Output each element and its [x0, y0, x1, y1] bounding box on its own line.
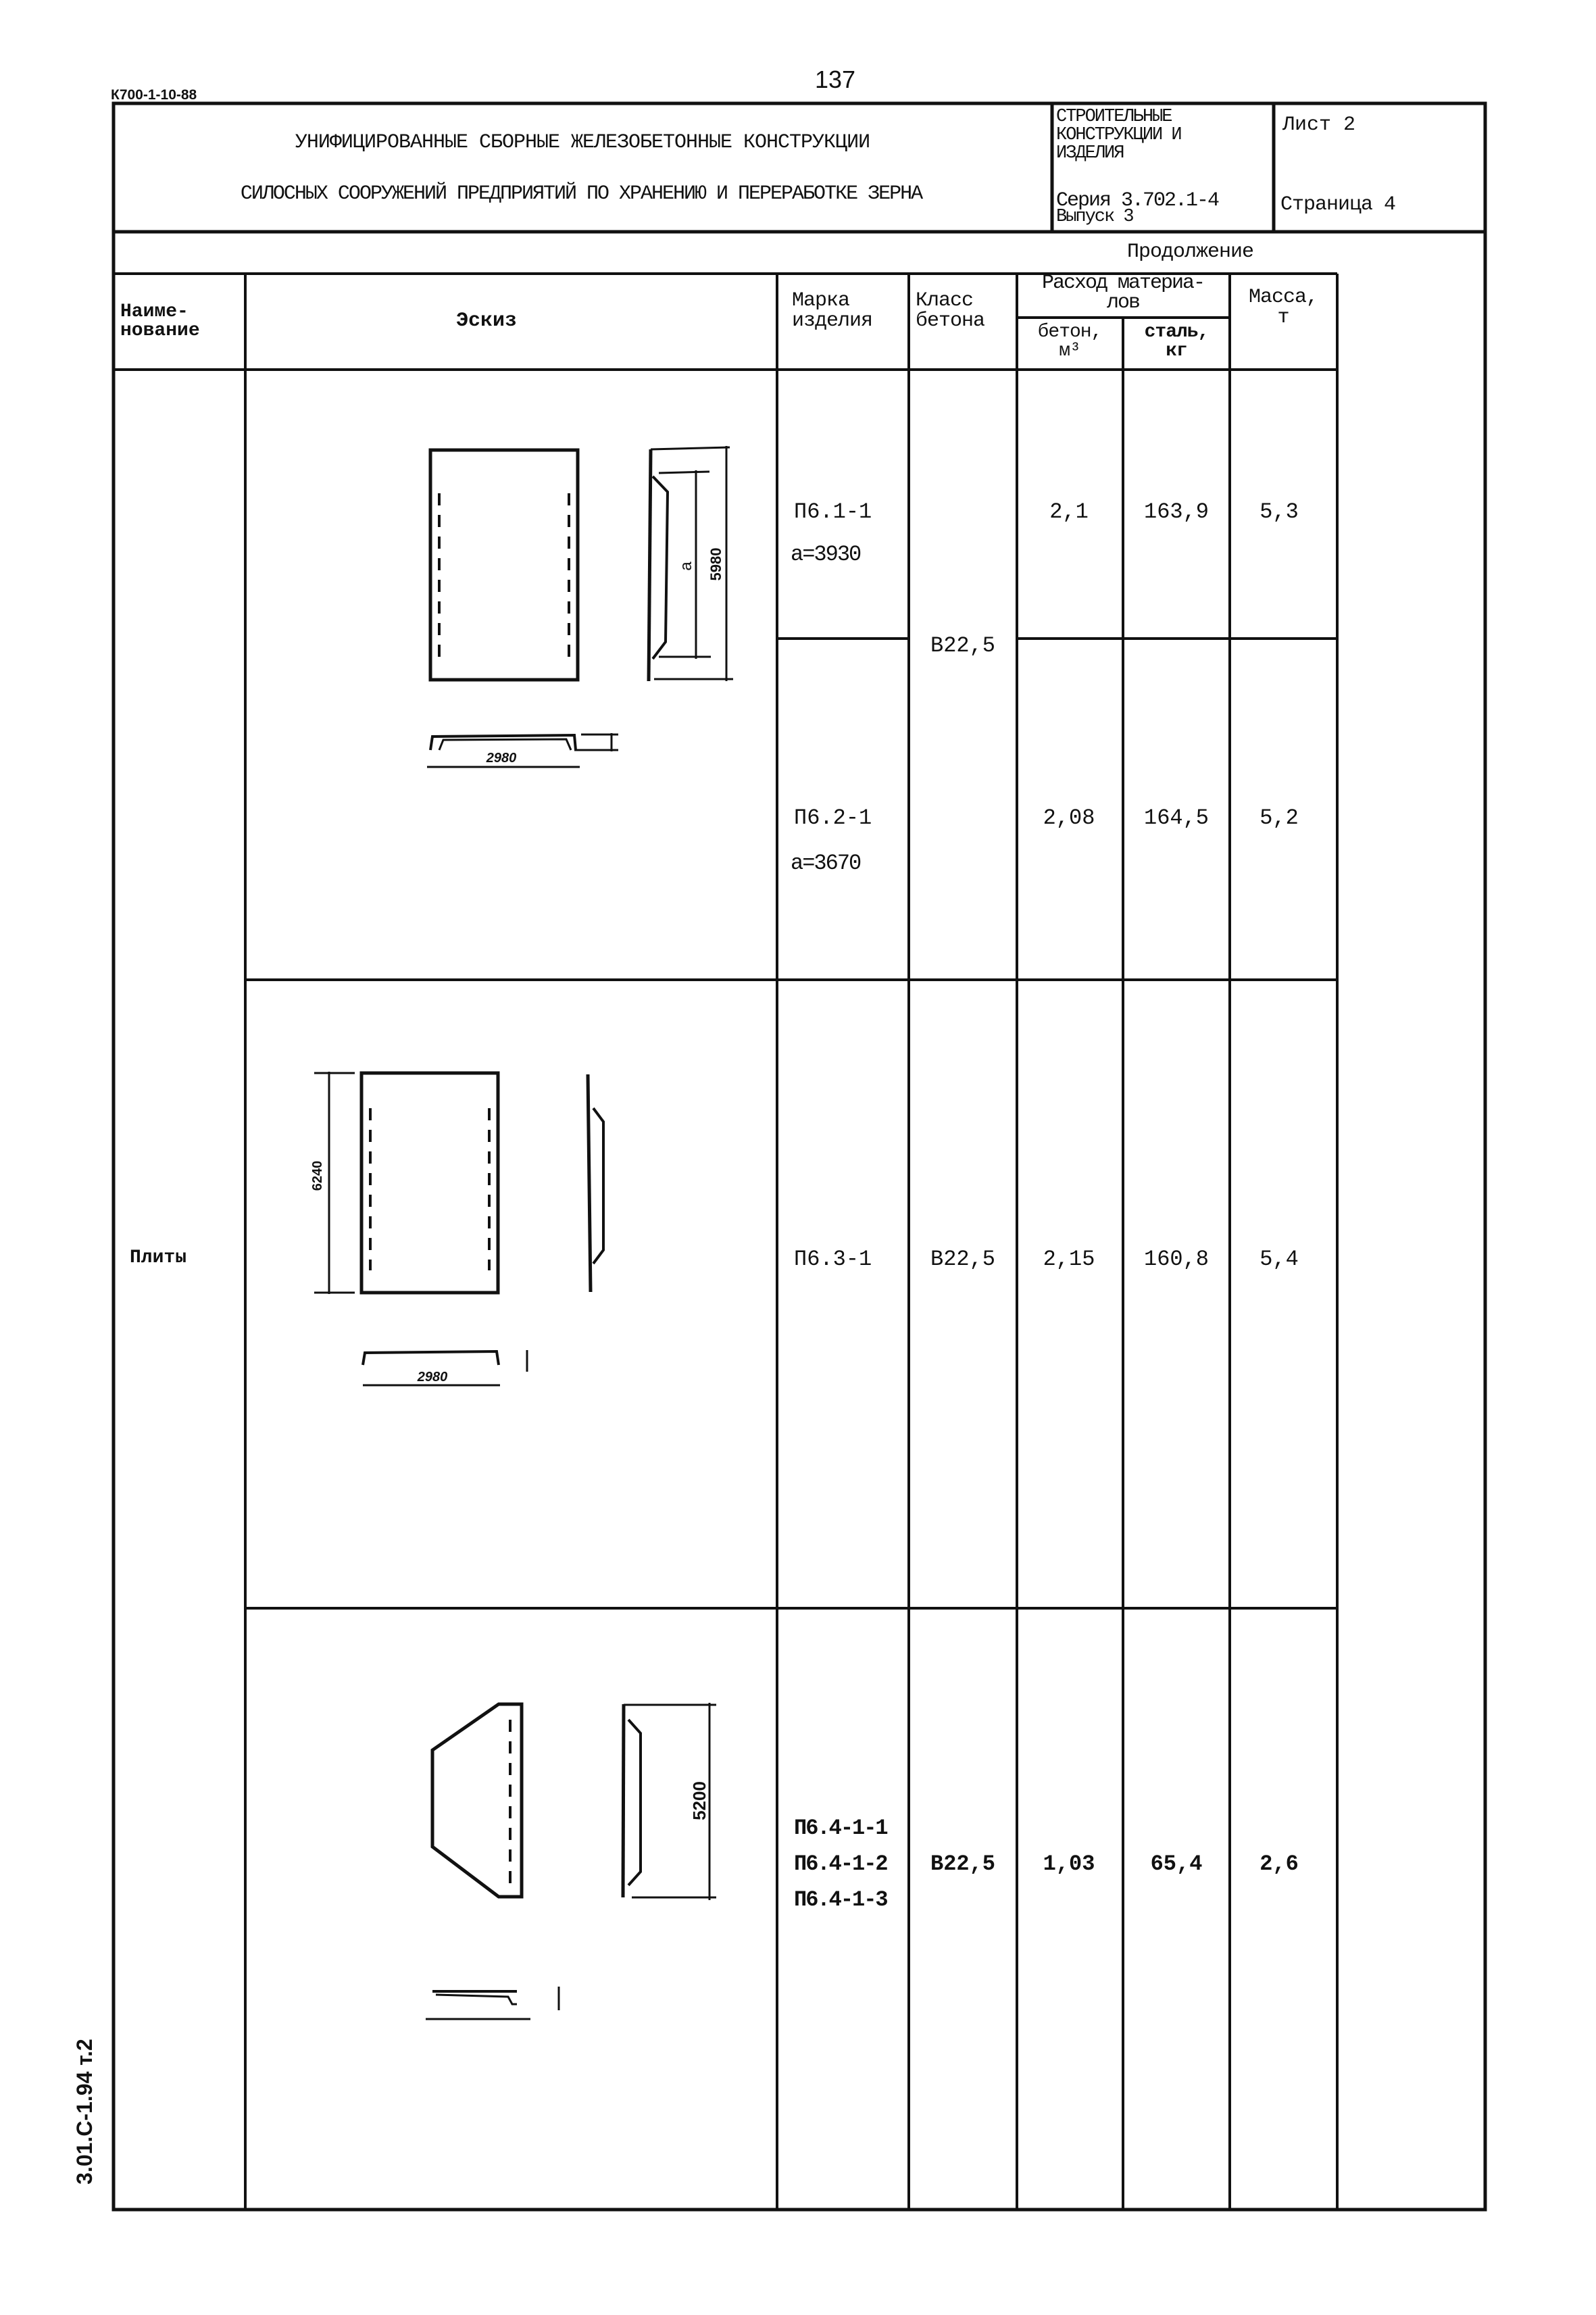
dim-label: 2980: [417, 1370, 448, 1385]
sketch-panel-2: [314, 1071, 605, 1387]
sketch-panel-1: [427, 446, 733, 768]
category-label: СТРОИТЕЛЬНЫЕ КОНСТРУКЦИИ И ИЗДЕЛИЯ: [1056, 107, 1182, 164]
row-concrete-volume: 2,15: [1043, 1247, 1095, 1272]
title-line-2: СИЛОСНЫХ СООРУЖЕНИЙ ПРЕДПРИЯТИЙ ПО ХРАНЕ…: [240, 182, 923, 205]
frame-lines: [111, 101, 1487, 2212]
panel-plan: [428, 448, 580, 682]
row-mass: 5,2: [1260, 805, 1299, 830]
table-grid: [114, 272, 1339, 2210]
outer-frame: [111, 101, 1487, 2212]
row-concrete-volume: 2,1: [1049, 499, 1089, 524]
issue-label: Выпуск 3: [1056, 207, 1134, 227]
row-mark: П6.1-1: [794, 499, 872, 524]
continuation-label: Продолжение: [1127, 241, 1254, 264]
row-mass: 5,4: [1260, 1247, 1299, 1272]
dim-label: 5980: [707, 547, 724, 581]
page-label: Страница 4: [1280, 193, 1396, 216]
series-label: Серия 3.702.1-4: [1056, 189, 1220, 212]
row-concrete-volume: 1,03: [1043, 1851, 1095, 1876]
row-concrete-class: В22,5: [930, 1247, 996, 1272]
title-line-1: УНИФИЦИРОВАННЫЕ СБОРНЫЕ ЖЕЛЕЗОБЕТОННЫЕ К…: [295, 131, 870, 154]
dim-label: 2980: [486, 751, 517, 766]
row-mark: П6.4-1-2: [794, 1851, 889, 1876]
panel-section: [427, 733, 618, 768]
row-mass: 5,3: [1260, 499, 1299, 524]
header-concrete-class: Класс бетона: [916, 289, 985, 332]
document-code: К700-1-10-88: [111, 87, 197, 103]
side-stamp: 3.01.С-1.94 т.2: [72, 2039, 97, 2185]
panel-plan: [359, 1071, 500, 1295]
row-concrete-class: В22,5: [930, 1851, 996, 1876]
rows-1-2-concrete-class: В22,5: [930, 633, 996, 658]
dim-label: 6240: [310, 1160, 325, 1191]
header-name: Наиме- нование: [120, 301, 200, 341]
panel-section: [426, 1987, 560, 2020]
panel-plan: [430, 1702, 524, 1899]
panel-section: [361, 1349, 528, 1387]
panel-side-view: [586, 1074, 605, 1293]
row-note: а=3670: [791, 851, 862, 876]
row-mark: П6.4-1-3: [794, 1887, 889, 1912]
dim-label: 5200: [689, 1781, 709, 1820]
dim-label: а: [677, 562, 695, 571]
header-steel: сталь, кг: [1144, 322, 1210, 362]
row-mark: П6.3-1: [794, 1247, 872, 1272]
header-concrete-volume: бетон, м³: [1037, 322, 1103, 362]
header-mass: Масса, т: [1248, 286, 1318, 329]
row-steel: 163,9: [1143, 499, 1210, 524]
row-mark: П6.4-1-1: [794, 1816, 889, 1841]
panel-side-view: [647, 446, 733, 682]
row-mark: П6.2-1: [794, 805, 872, 830]
panel-side-view: [621, 1703, 716, 1900]
row-steel: 160,8: [1143, 1247, 1210, 1272]
row-steel: 65,4: [1150, 1851, 1203, 1876]
header-mark: Марка изделия: [792, 289, 873, 332]
row-concrete-volume: 2,08: [1043, 805, 1095, 830]
group-name: Плиты: [130, 1247, 187, 1268]
header-materials: Расход материа- лов: [1041, 272, 1205, 314]
sheet-label: Лист 2: [1282, 114, 1356, 136]
page-number: 137: [814, 66, 856, 93]
sketch-panel-3: [426, 1702, 716, 2020]
header-sketch: Эскиз: [455, 309, 518, 332]
row-mass: 2,6: [1260, 1851, 1299, 1876]
row-note: а=3930: [791, 542, 862, 567]
row-steel: 164,5: [1143, 805, 1210, 830]
